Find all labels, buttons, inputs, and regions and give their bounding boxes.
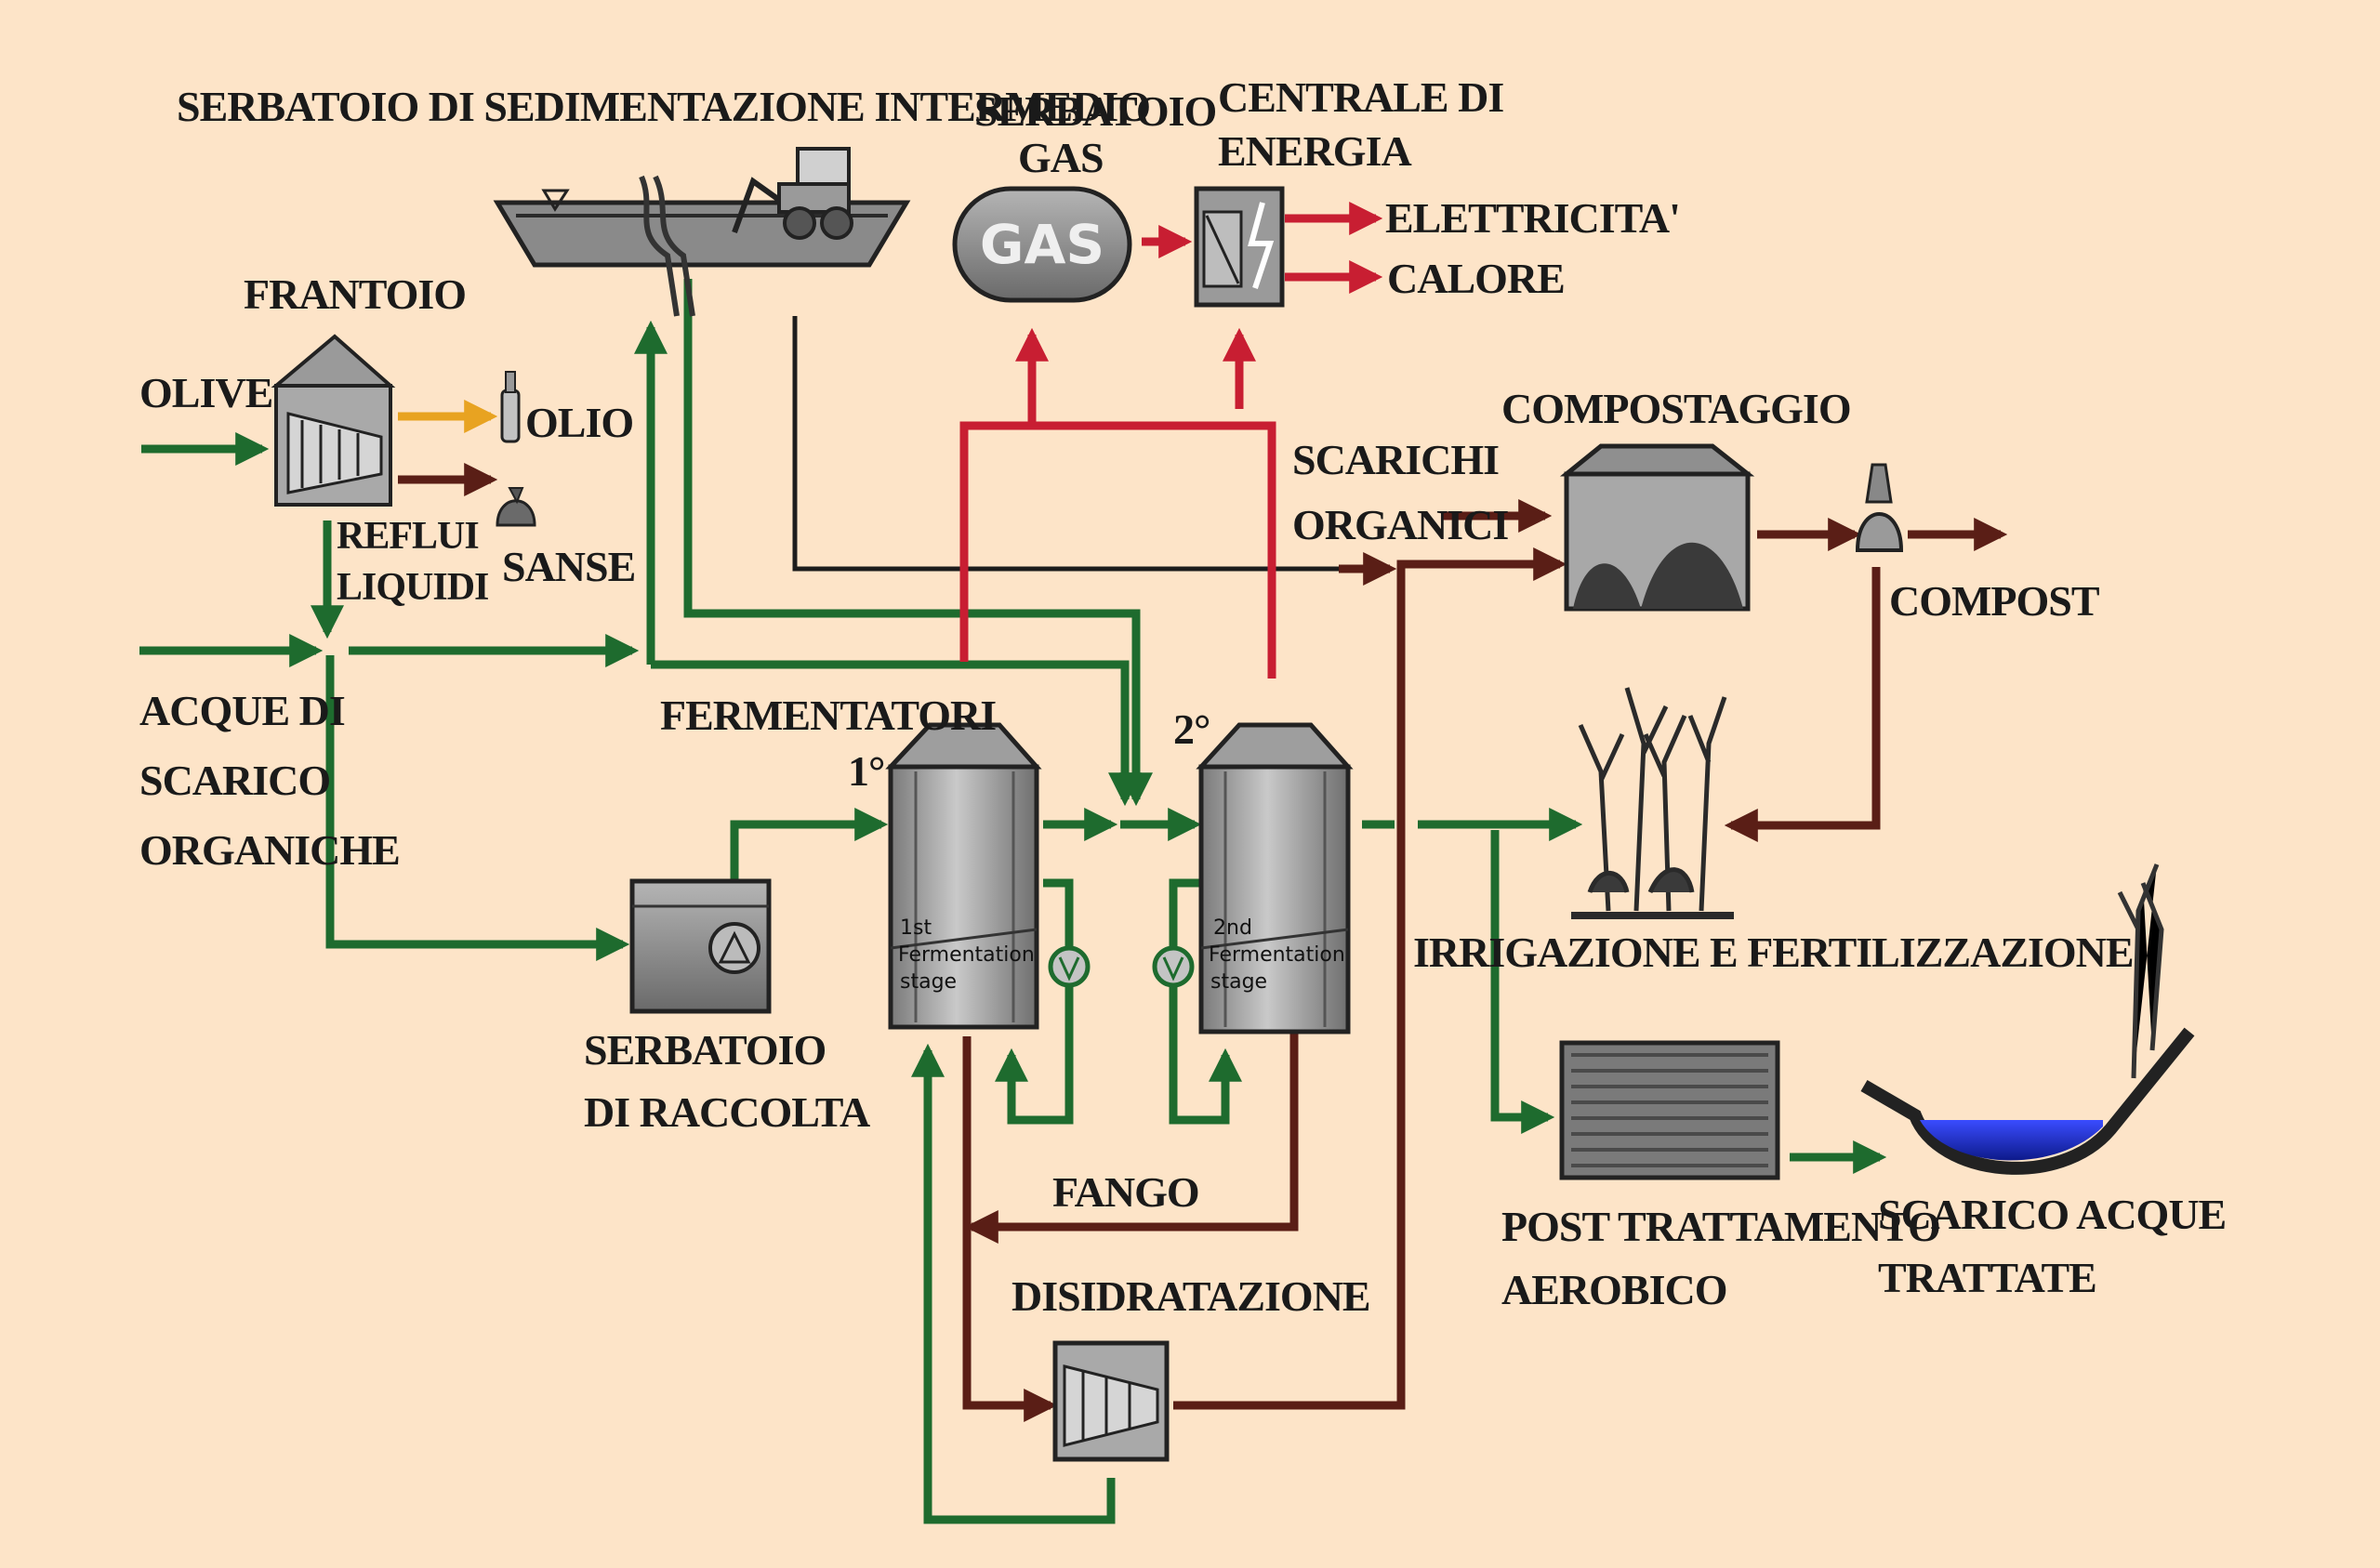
stage2-text-a: 2nd [1213, 916, 1252, 940]
label-aerobic-line1: POST TRATTAMENTO [1501, 1203, 1940, 1250]
label-gas-tank-line1: SERBATOIO [974, 87, 1216, 135]
label-compost: COMPOST [1889, 577, 2099, 625]
stage1-text-a: 1st [900, 916, 932, 940]
olive-mill-icon [271, 334, 396, 507]
compost-to-irrigation-arrow [1724, 567, 1881, 842]
treated-water-pond-icon [1860, 863, 2195, 1175]
label-fermenters: FERMENTATORI [660, 692, 996, 739]
label-aerobic-line2: AEROBICO [1501, 1266, 1726, 1313]
pump-2-icon [1152, 945, 1195, 988]
stage2-text-b: Fermentation [1209, 943, 1345, 967]
sedimentation-return-arrow [683, 279, 1153, 807]
stage1-text-c: stage [900, 970, 957, 994]
label-oil: OLIO [525, 399, 633, 446]
label-liquid-waste-line2: LIQUIDI [337, 566, 488, 609]
label-discharge-line2: TRATTATE [1878, 1254, 2096, 1301]
biogas-collector-line [959, 421, 1276, 679]
crops-icon [1571, 687, 1734, 919]
fermenter1-recirc-arrow [995, 878, 1074, 1125]
label-composting: COMPOSTAGGIO [1501, 385, 1851, 432]
label-gas-tank-line2: GAS [1018, 134, 1104, 181]
fermenter2-recirc-arrow [1169, 878, 1242, 1125]
compost-sack-icon [1855, 463, 1904, 552]
label-electricity: ELETTRICITA' [1385, 194, 1680, 242]
label-wastewater-line3: ORGANICHE [139, 826, 400, 874]
label-liquid-waste-line1: REFLUI [337, 515, 479, 558]
label-olives: OLIVE [139, 369, 272, 416]
label-wastewater-line2: SCARICO [139, 757, 330, 804]
label-olive-mill: FRANTOIO [244, 270, 466, 318]
dewater-return-arrow [911, 1043, 1116, 1524]
label-collection-tank-line2: DI RACCOLTA [584, 1088, 870, 1136]
sedimentation-tank-icon [493, 147, 911, 317]
sludge-arrow [964, 1032, 1299, 1244]
oil-bottle-icon [500, 371, 521, 443]
label-organic-waste-line2: ORGANICI [1292, 501, 1508, 548]
fermenter-2-icon: 2nd Fermentation stage [1196, 722, 1354, 1034]
label-power-plant-line1: CENTRALE DI [1218, 73, 1503, 121]
gas-tank-icon: GAS [952, 186, 1132, 303]
label-heat: CALORE [1387, 255, 1565, 302]
pomace-bag-icon [496, 487, 536, 527]
pump-1-icon [1048, 945, 1091, 988]
stage1-text-b: Fermentation [898, 943, 1035, 967]
dewatered-to-compost-arrow [1173, 547, 1567, 1410]
collection-tank-icon [629, 878, 772, 1014]
label-sludge: FANGO [1052, 1168, 1199, 1216]
label-sedimentation-tank: SERBATOIO DI SEDIMENTAZIONE INTERMEDIO [177, 83, 1150, 130]
label-irrigation: IRRIGAZIONE E FERTILIZZAZIONE [1413, 929, 2134, 976]
sedimentation-solids-line [792, 316, 1385, 572]
label-discharge-line1: SCARICO ACQUE [1878, 1191, 2226, 1238]
flow-lines [139, 202, 2008, 1524]
dewatering-unit-icon [1052, 1340, 1170, 1462]
to-dewatering-arrow [962, 1036, 1058, 1422]
label-wastewater-line1: ACQUE DI [139, 687, 345, 734]
to-collection-tank-arrow [325, 655, 630, 961]
composting-shed-icon [1559, 443, 1755, 612]
to-aerobic-arrow [1490, 830, 1555, 1134]
power-plant-icon [1194, 186, 1285, 308]
sedim-to-second-fermenter-arrow [651, 660, 1142, 807]
label-power-plant-line2: ENERGIA [1218, 127, 1411, 175]
fermenter-1-icon: 1st Fermentation stage [885, 722, 1042, 1030]
collection-to-fermenter-arrow [730, 808, 889, 892]
gas-tank-text: GAS [980, 213, 1104, 276]
aerobic-treatment-icon [1559, 1040, 1780, 1180]
label-first-fermenter: 1° [848, 747, 884, 795]
labels: SERBATOIO DI SEDIMENTAZIONE INTERMEDIO S… [139, 73, 2227, 1320]
label-collection-tank-line1: SERBATOIO [584, 1026, 826, 1074]
label-pomace: SANSE [502, 543, 635, 590]
label-dewatering: DISIDRATAZIONE [1012, 1272, 1370, 1320]
label-organic-waste-line1: SCARICHI [1292, 436, 1499, 483]
label-second-fermenter: 2° [1173, 705, 1210, 753]
stage2-text-c: stage [1210, 970, 1267, 994]
